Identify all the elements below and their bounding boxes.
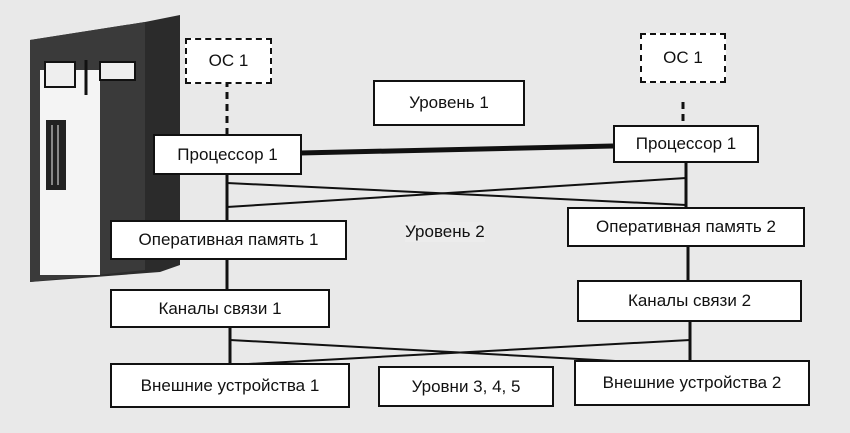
computer-tower-icon	[30, 15, 180, 282]
left-devices-box: Внешние устройства 1	[110, 363, 350, 408]
right-memory-box: Оперативная память 2	[567, 207, 805, 247]
right-devices-box: Внешние устройства 2	[574, 360, 810, 406]
left-memory-box: Оперативная память 1	[110, 220, 347, 260]
os-box-right: ОС 1	[640, 33, 726, 83]
level-2-label: Уровень 2	[405, 222, 485, 242]
right-channels-box: Каналы связи 2	[577, 280, 802, 322]
os-box-left: ОС 1	[185, 38, 272, 84]
right-processor-box: Процессор 1	[613, 125, 759, 163]
left-channels-box: Каналы связи 1	[110, 289, 330, 328]
level-1-label: Уровень 1	[373, 80, 525, 126]
left-processor-box: Процессор 1	[153, 134, 302, 175]
levels-345-label: Уровни 3, 4, 5	[378, 366, 554, 407]
